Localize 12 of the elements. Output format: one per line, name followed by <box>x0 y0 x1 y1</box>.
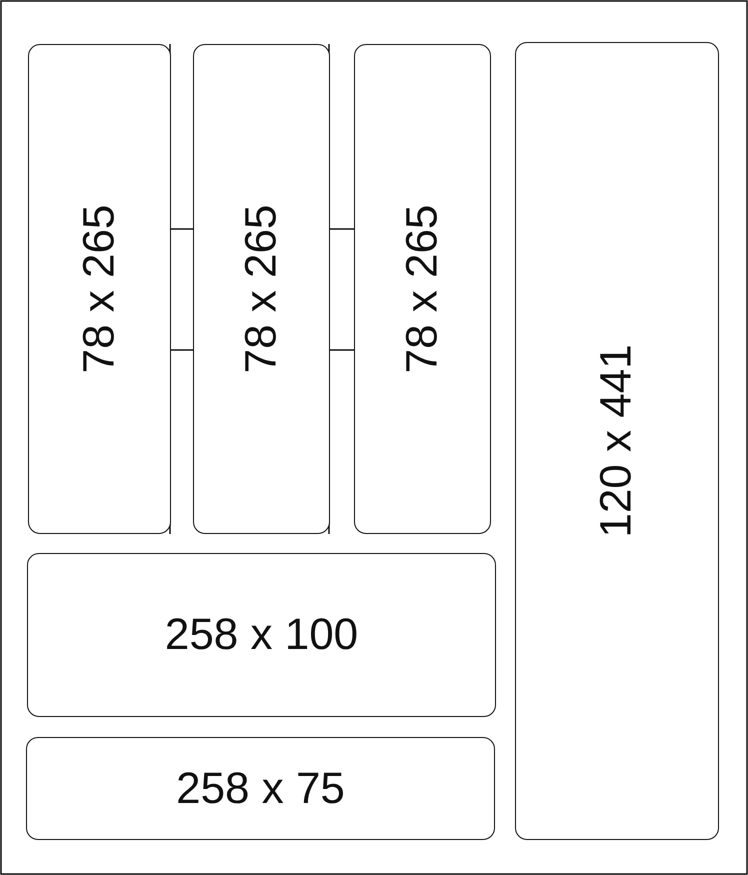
dimension-label: 120 x 441 <box>592 344 642 538</box>
compartment <box>193 44 330 534</box>
compartment <box>515 42 719 840</box>
dimension-label: 78 x 265 <box>398 204 448 374</box>
dimension-label: 78 x 265 <box>74 204 124 374</box>
compartment <box>27 553 496 717</box>
dimension-label: 258 x 75 <box>176 764 345 814</box>
dimension-label: 78 x 265 <box>236 204 286 374</box>
compartment <box>28 44 171 534</box>
compartment <box>354 44 491 534</box>
dimension-label: 258 x 100 <box>164 610 358 660</box>
compartment <box>26 737 495 840</box>
